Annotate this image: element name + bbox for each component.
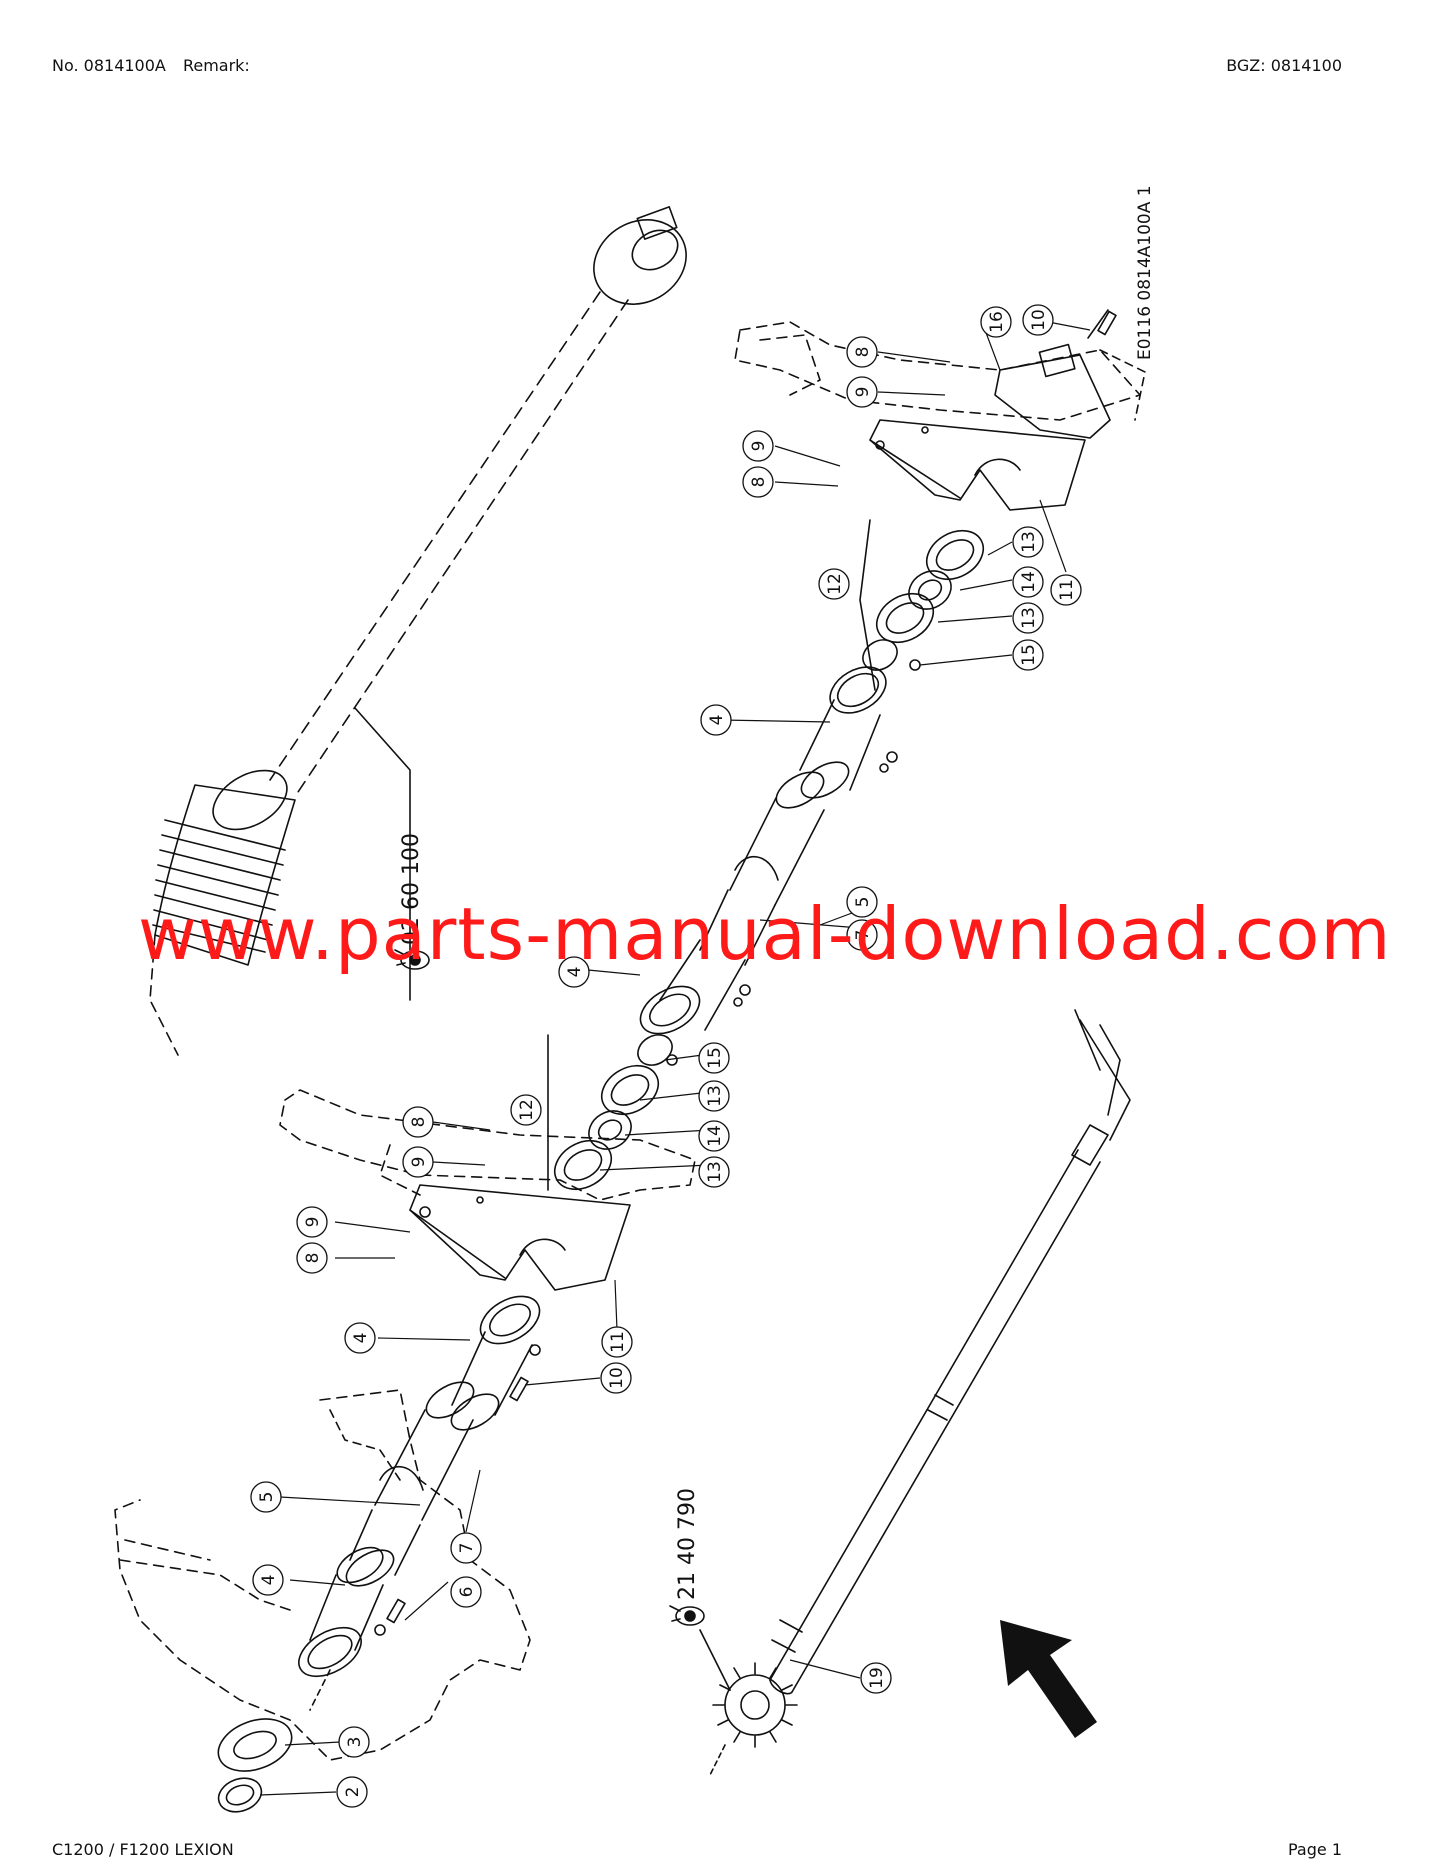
reference-lower: 21 40 790	[675, 1488, 700, 1600]
callout-15: 15	[1019, 644, 1039, 666]
watermark-url: www.parts-manual-download.com	[138, 892, 1392, 976]
eye-symbol-lower	[669, 1605, 731, 1691]
page-number: Page 1	[1288, 1840, 1342, 1859]
callout-11: 11	[608, 1331, 628, 1353]
reference-upper: 02 60 100	[399, 833, 424, 945]
callout-9: 9	[853, 387, 873, 398]
callout-6: 6	[457, 1587, 477, 1598]
callout-4: 4	[351, 1333, 371, 1344]
leader-lines	[259, 319, 1091, 1796]
callout-15: 15	[705, 1047, 725, 1069]
callout-8: 8	[303, 1253, 323, 1264]
eye-symbol-upper	[394, 949, 430, 970]
callout-12: 12	[517, 1099, 537, 1121]
middle-frame-dashed	[279, 1089, 696, 1201]
tube-4-middle	[639, 939, 751, 1035]
tube-5-upper	[699, 771, 825, 966]
bearing-3	[217, 1718, 293, 1772]
callout-19: 19	[867, 1667, 887, 1689]
callout-8: 8	[749, 477, 769, 488]
callout-3: 3	[345, 1737, 365, 1748]
bearing-plate-16	[994, 309, 1117, 439]
callout-13: 13	[705, 1161, 725, 1183]
lower-frame-dashed	[114, 1389, 531, 1761]
callout-10: 10	[607, 1367, 627, 1389]
callout-13: 13	[1019, 607, 1039, 629]
callout-2: 2	[343, 1787, 363, 1798]
callout-14: 14	[1019, 571, 1039, 593]
remark-label: Remark:	[182, 56, 250, 75]
splined-shaft-19	[769, 1009, 1131, 1695]
bgz-number: BGZ: 0814100	[1226, 56, 1342, 75]
callout-11: 11	[1057, 579, 1077, 601]
callout-8: 8	[853, 347, 873, 358]
document-number: No. 0814100A	[52, 56, 166, 75]
tube-4-lower	[450, 1295, 541, 1431]
bearing-stack-upper	[859, 519, 985, 691]
callout-4: 4	[259, 1575, 279, 1586]
tube-5-lower	[345, 1381, 475, 1587]
header-left: No. 0814100A Remark:	[52, 56, 262, 75]
bracket-11-upper	[869, 419, 1086, 511]
ring-2	[217, 1777, 263, 1813]
callout-14: 14	[705, 1125, 725, 1147]
callout-13: 13	[1019, 531, 1039, 553]
direction-arrow-icon	[1000, 1620, 1097, 1738]
callout-7: 7	[457, 1543, 477, 1554]
upper-frame-dashed	[734, 321, 1146, 421]
callout-4: 4	[565, 967, 585, 978]
callout-9: 9	[749, 441, 769, 452]
callout-5: 5	[853, 897, 873, 908]
callout-9: 9	[303, 1217, 323, 1228]
callout-5: 5	[257, 1492, 277, 1503]
model-name: C1200 / F1200 LEXION	[52, 1840, 234, 1859]
bearing-stack-middle	[547, 1034, 678, 1191]
callout-10: 10	[1029, 309, 1049, 331]
tube-4-bottom	[298, 1546, 406, 1711]
bracket-11-middle	[409, 1184, 631, 1291]
callout-8: 8	[409, 1117, 429, 1128]
tube-4-upper	[799, 666, 898, 799]
callout-7: 7	[853, 930, 873, 941]
callout-13: 13	[705, 1085, 725, 1107]
callout-12: 12	[825, 573, 845, 595]
callouts: 16 10 8 9 9 8 11 13 12 14 13 15 4 5 7 4 …	[250, 304, 1082, 1808]
callout-4: 4	[707, 715, 727, 726]
sprocket	[709, 1662, 798, 1776]
callout-9: 9	[409, 1157, 429, 1168]
callout-16: 16	[987, 311, 1007, 333]
cardan-shaft-dashed	[149, 206, 687, 1056]
drawing-code: E0116 0814A100A 1	[1135, 185, 1155, 360]
